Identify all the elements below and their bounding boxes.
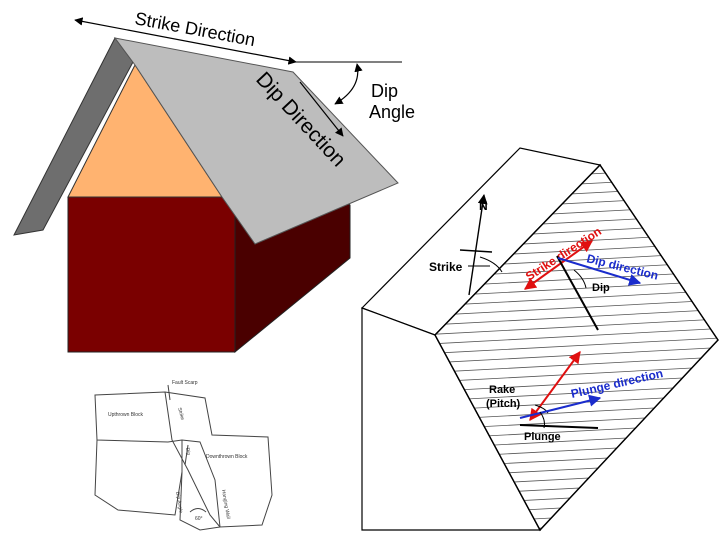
dip-line [184, 444, 189, 466]
hatch-line [435, 299, 718, 317]
hatch-line [420, 53, 720, 69]
angle-arc [189, 508, 207, 513]
upthrown-block-label: Upthrown Block [108, 412, 144, 418]
hatch-line [420, 120, 720, 136]
hatch-line [420, 82, 720, 98]
roof-plane [113, 37, 399, 245]
hatch-line [435, 337, 718, 355]
hatch-line [420, 15, 720, 31]
rake-angle-arc [534, 404, 549, 414]
dip-angle-label-line1: Dip [371, 81, 398, 101]
hanging-wall-outline [179, 471, 221, 531]
house-front-wall [67, 196, 236, 353]
strike-symbol-bar [459, 249, 493, 253]
angle-value-label: 60° [195, 516, 203, 522]
downthrown-block-label: Downthrown Block [206, 454, 248, 460]
hatch-line [435, 309, 718, 326]
dip-line [556, 255, 599, 331]
strike-direction-label: Strike Direction [133, 8, 257, 50]
dip-angle-label: Dip Angle [174, 491, 184, 513]
hatch-line [420, 25, 720, 41]
north-label: N [479, 199, 488, 213]
strike-direction-arrow [74, 17, 297, 65]
fault-sketch-labels: Fault Scarp Upthrown Block Strike Dip Do… [108, 380, 248, 522]
hatch-line [420, 72, 720, 88]
plunge-direction-arrow [519, 394, 602, 419]
dip-angle-arc [334, 63, 363, 105]
plunge-angle-arc [539, 411, 545, 429]
fault-scarp-line [167, 384, 171, 401]
upthrown-block-outline [94, 391, 273, 528]
hanging-wall-label: Hanging Wall [220, 489, 231, 519]
dip-angle-arc [573, 269, 587, 289]
block-diagram: N Strike Strike direction Dip Dip direct… [360, 0, 720, 532]
hatch-line [420, 139, 720, 155]
strike-direction-line [524, 240, 593, 290]
hatch-line [420, 44, 720, 60]
hatch-line [420, 101, 720, 117]
dip-direction-arrow [557, 257, 642, 286]
hatch-line [435, 290, 718, 307]
hatch-line [420, 129, 720, 145]
north-arrow [468, 194, 488, 296]
hatch-line [420, 0, 720, 12]
rake-label-line1: Rake [489, 384, 515, 396]
strike-angle-arc [479, 256, 503, 273]
rake-label-line2: (Pitch) [486, 398, 521, 410]
fault-plane-outline [164, 391, 221, 528]
hatch-line [420, 34, 720, 50]
hatch-line [435, 328, 718, 345]
hatch-line [420, 63, 720, 79]
strike-label: Strike [176, 407, 185, 421]
fault-scarp-label: Fault Scarp [172, 380, 198, 386]
house-diagram: Strike Direction Dip Direction Dip Angle [13, 8, 415, 354]
lower-slab-outline [94, 439, 183, 516]
rake-line [529, 351, 581, 421]
hatch-line [420, 6, 720, 22]
hatch-line [420, 91, 720, 107]
dip-direction-arrow [299, 81, 344, 137]
hatch-line [420, 0, 720, 3]
hatch-line [435, 318, 718, 336]
plunge-horizontal-line [519, 424, 599, 429]
hatch-line [420, 110, 720, 126]
strike-label: Strike [429, 260, 463, 274]
dip-label: Dip [184, 447, 191, 456]
dip-label: Dip [592, 282, 610, 294]
fault-sketch [94, 384, 273, 531]
dip-angle-label-line2: Angle [369, 102, 415, 122]
plunge-label: Plunge [524, 431, 561, 443]
